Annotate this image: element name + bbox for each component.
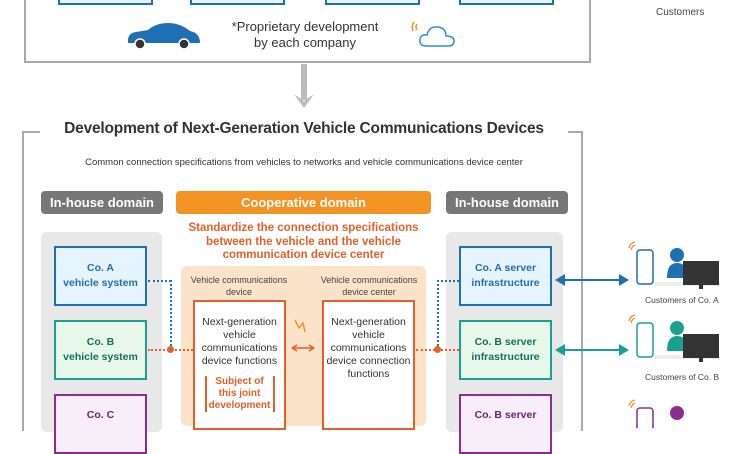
subtitle: Common connection specifications from ve…: [85, 157, 523, 168]
car-icon: [127, 23, 200, 49]
device-label: device: [225, 287, 252, 297]
cooperative-domain: Cooperative domain: [176, 191, 431, 214]
connector: [437, 280, 459, 282]
standardize-line: between the vehicle and the vehicle: [206, 235, 401, 248]
down-arrow-icon: [294, 64, 314, 108]
center-label: device center: [342, 287, 396, 297]
signal-bolt-icon: [291, 319, 315, 352]
standardize-line: Standardize the connection specification…: [188, 222, 419, 234]
bidirectional-arrow-b: [555, 344, 629, 356]
in-house-domain-left: In-house domain: [41, 191, 163, 214]
co-c-vehicle-system: Co. C: [54, 394, 147, 454]
customers-label: Customers: [656, 7, 705, 18]
note-line2: by each company: [254, 35, 356, 50]
junction-dot: [167, 346, 174, 353]
device-label: Vehicle communications: [190, 275, 288, 285]
customer-b-icon: [628, 314, 720, 362]
junction-dot: [434, 346, 441, 353]
cloud-icon: [411, 21, 455, 47]
connector: [170, 280, 172, 350]
note-line1: *Proprietary development: [231, 19, 379, 34]
standardize-line: communication device center: [222, 249, 385, 261]
center-label: Vehicle communications: [320, 275, 418, 285]
proprietary-development-box: [24, 0, 591, 63]
bidirectional-arrow-a: [555, 274, 629, 286]
top-box: [190, 0, 285, 5]
top-box: [459, 0, 554, 5]
co-c-server: Co. B server: [459, 394, 552, 454]
customers-co-b-label: Customers of Co. B: [645, 372, 720, 382]
customer-a-icon: [628, 241, 720, 289]
top-box: [58, 0, 153, 5]
in-house-domain-right: In-house domain: [446, 191, 568, 214]
main-title: Development of Next-Generation Vehicle C…: [40, 120, 568, 138]
connector: [148, 280, 171, 282]
connector: [437, 280, 439, 350]
customer-c-icon: [628, 399, 684, 428]
top-box: [325, 0, 420, 5]
customers-co-a-label: Customers of Co. A: [645, 295, 719, 305]
